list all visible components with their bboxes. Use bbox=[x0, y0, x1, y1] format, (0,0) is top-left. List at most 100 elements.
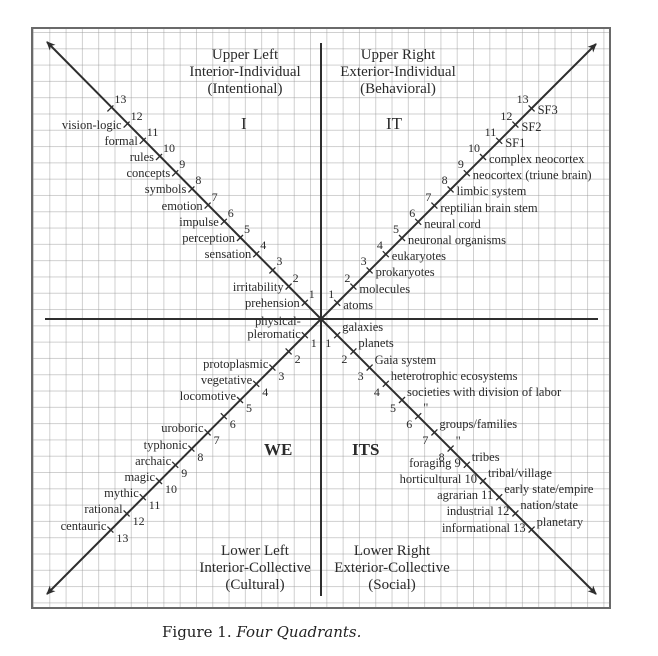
level-number: 9 bbox=[457, 157, 464, 172]
tick-lower_right-4 bbox=[382, 380, 390, 388]
tick-upper_right-11 bbox=[495, 137, 503, 145]
tick-upper_right-9 bbox=[463, 169, 471, 177]
tick-lower_right-11 bbox=[495, 493, 503, 501]
level-number: 1 bbox=[328, 286, 335, 301]
level-number: 7 bbox=[422, 433, 429, 448]
level-number: 8 bbox=[197, 449, 204, 464]
level-label: centauric bbox=[60, 518, 107, 533]
level-label: uroboric bbox=[161, 421, 204, 436]
level-number: 10 bbox=[165, 482, 177, 496]
tick-lower_left-4 bbox=[252, 380, 260, 388]
tick-lower_left-8 bbox=[187, 445, 195, 453]
tick-upper_left-5 bbox=[236, 234, 244, 242]
level-label: molecules bbox=[359, 281, 411, 296]
tick-upper_left-13 bbox=[106, 104, 114, 112]
level-label: neocortex (triune brain) bbox=[472, 168, 592, 183]
level-number-with-stage: industrial 12 bbox=[446, 504, 510, 519]
level-label: Gaia system bbox=[374, 352, 437, 367]
level-label: irritability bbox=[232, 279, 284, 294]
tick-upper_right-8 bbox=[447, 185, 455, 193]
level-label: reptilian brain stem bbox=[440, 200, 538, 215]
tick-upper_right-2 bbox=[349, 283, 357, 291]
tick-lower_left-3 bbox=[268, 364, 276, 372]
level-label: early state/empire bbox=[504, 482, 594, 497]
level-label: complex neocortex bbox=[489, 152, 585, 166]
tick-lower_right-13 bbox=[528, 526, 536, 534]
level-number: 3 bbox=[357, 368, 364, 383]
level-label: societies with division of labor bbox=[407, 385, 562, 399]
level-label: " bbox=[423, 401, 429, 416]
level-number: 11 bbox=[484, 124, 497, 139]
level-number: 6 bbox=[406, 417, 413, 432]
diagonal-upper-left bbox=[46, 41, 322, 320]
level-number: 8 bbox=[195, 173, 202, 188]
level-number-with-stage: horticultural 10 bbox=[399, 472, 477, 486]
tick-upper_right-10 bbox=[479, 153, 487, 161]
level-label: tribal/village bbox=[488, 466, 552, 480]
tick-upper_left-3 bbox=[268, 266, 276, 274]
level-number-with-stage: foraging 9 bbox=[409, 455, 461, 470]
level-label: vision-logic bbox=[61, 117, 122, 132]
tick-lower_left-1 bbox=[301, 331, 309, 339]
tick-lower_left-13 bbox=[106, 526, 114, 534]
tick-lower_left-5 bbox=[236, 396, 244, 404]
level-label: rules bbox=[129, 150, 154, 164]
level-label: sensation bbox=[204, 247, 252, 262]
heading-upper-right: Upper Right Exterior-Individual (Behavio… bbox=[340, 47, 456, 97]
level-number: 4 bbox=[260, 238, 267, 253]
level-label: symbols bbox=[144, 182, 187, 197]
tick-upper_left-6 bbox=[220, 218, 228, 226]
tick-upper_left-7 bbox=[204, 202, 212, 210]
level-label: prokaryotes bbox=[375, 265, 435, 280]
level-number: 9 bbox=[181, 465, 188, 480]
level-label: vegetative bbox=[200, 372, 253, 387]
level-label: SF3 bbox=[537, 103, 558, 118]
tick-marks bbox=[106, 104, 536, 534]
tick-lower_right-1 bbox=[333, 331, 341, 339]
level-label: atoms bbox=[343, 297, 374, 312]
level-label: pleromatic bbox=[247, 327, 301, 342]
heading-lower-right: Lower Right Exterior-Collective (Social) bbox=[334, 543, 450, 593]
tick-upper_left-1 bbox=[301, 299, 309, 307]
level-label: neural cord bbox=[424, 216, 481, 231]
tick-lower_right-9 bbox=[463, 461, 471, 469]
level-number: 13 bbox=[116, 530, 129, 545]
diagonal-upper-right bbox=[320, 43, 597, 320]
level-number: 1 bbox=[310, 336, 317, 351]
level-label: planets bbox=[358, 336, 394, 351]
level-number: 10 bbox=[163, 141, 175, 155]
level-number: 13 bbox=[114, 92, 127, 107]
level-number: 5 bbox=[390, 401, 396, 415]
tick-upper_right-12 bbox=[511, 121, 519, 129]
level-label: " bbox=[455, 433, 461, 448]
level-label: SF1 bbox=[505, 135, 526, 150]
level-number: 7 bbox=[211, 189, 218, 204]
level-number: 5 bbox=[246, 401, 252, 415]
tick-upper_right-1 bbox=[333, 299, 341, 307]
tick-lower_left-12 bbox=[123, 509, 131, 517]
tick-upper_left-2 bbox=[285, 283, 293, 291]
level-label: galaxies bbox=[342, 320, 384, 335]
code-upper-left: I bbox=[241, 114, 247, 133]
level-number: 9 bbox=[179, 157, 186, 172]
level-number: 6 bbox=[409, 205, 416, 220]
level-number: 4 bbox=[262, 384, 269, 399]
tick-upper_right-6 bbox=[414, 218, 422, 226]
tick-lower_right-12 bbox=[511, 509, 519, 517]
level-number: 6 bbox=[229, 417, 236, 432]
level-number: 5 bbox=[244, 222, 250, 236]
level-number: 13 bbox=[516, 92, 529, 107]
level-label: neuronal organisms bbox=[408, 233, 507, 247]
level-label: impulse bbox=[179, 214, 219, 229]
tick-lower_left-6 bbox=[220, 412, 228, 420]
code-lower-left: WE bbox=[264, 440, 293, 459]
level-label: eukaryotes bbox=[391, 249, 446, 264]
level-number: 2 bbox=[344, 270, 351, 285]
tick-lower_right-3 bbox=[366, 364, 374, 372]
level-number: 12 bbox=[130, 108, 143, 123]
level-label: emotion bbox=[161, 198, 203, 213]
level-label: tribes bbox=[471, 449, 500, 464]
tick-lower_left-11 bbox=[139, 493, 147, 501]
level-number: 2 bbox=[341, 352, 348, 367]
